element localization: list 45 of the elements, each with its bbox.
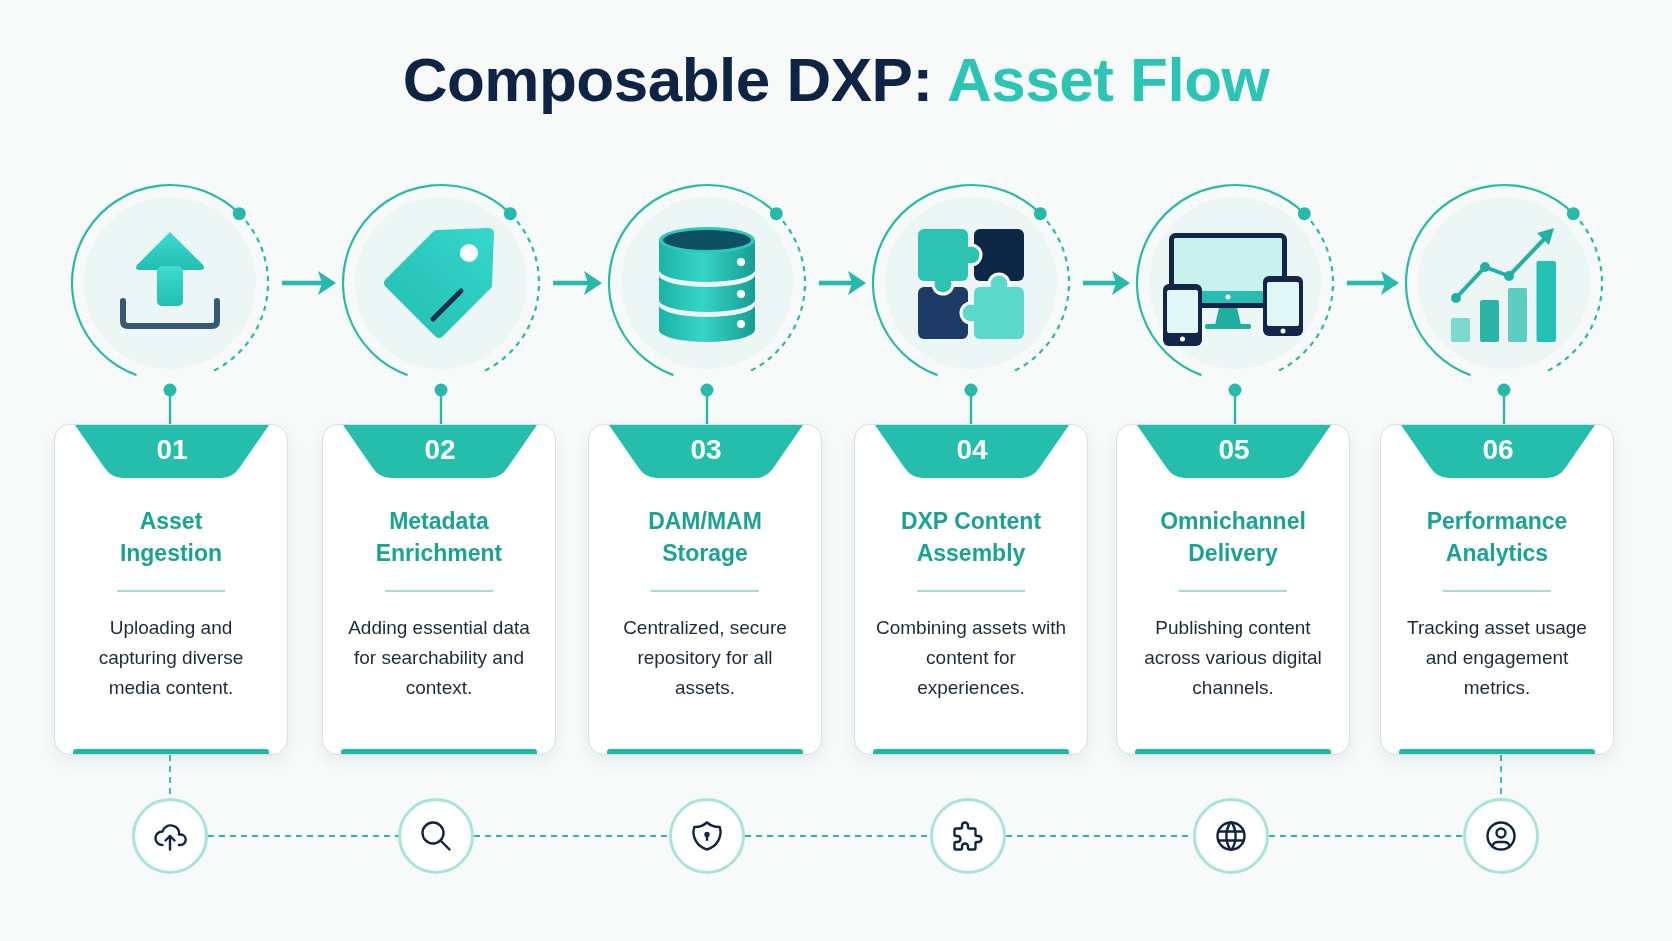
number-tab	[875, 425, 1069, 478]
step-description: Uploading and capturing diverse media content.	[97, 616, 245, 700]
dashed-connector	[1268, 835, 1464, 837]
number-tab	[609, 425, 803, 478]
connector-line	[1228, 383, 1242, 424]
dashed-connector	[207, 835, 399, 837]
connector-line	[434, 383, 448, 424]
step-card	[854, 424, 1088, 755]
dashed-connector	[473, 835, 670, 837]
step-title: DAM/MAM Storage	[647, 507, 763, 568]
step-card	[322, 424, 556, 755]
connector-line	[163, 383, 177, 424]
step-number: 01	[156, 434, 188, 466]
step-description: Adding essential data for searchability and context.	[347, 616, 531, 700]
connector-line	[1497, 383, 1511, 424]
step-card	[588, 424, 822, 755]
step-description: Tracking asset usage and engagement metrics.	[1406, 616, 1588, 700]
number-tab	[75, 425, 269, 478]
step-card	[54, 424, 288, 755]
step-card	[1116, 424, 1350, 755]
number-tab	[1137, 425, 1331, 478]
arrow	[819, 271, 866, 295]
connector-line	[964, 383, 978, 424]
step-description: Combining assets with content for experiences.	[874, 616, 1068, 700]
arrow	[1347, 271, 1399, 295]
step-number: 06	[1482, 434, 1514, 466]
step-card	[1380, 424, 1614, 755]
step-title: Omnichannel Delivery	[1159, 507, 1307, 568]
arrow	[553, 271, 602, 295]
title: Composable DXP: Asset Flow	[402, 44, 1270, 116]
step-number: 04	[956, 434, 988, 466]
step-title: Asset Ingestion	[118, 507, 224, 568]
arrow	[1083, 271, 1130, 295]
step-description: Centralized, secure repository for all assets.	[622, 616, 788, 700]
step-number: 03	[690, 434, 722, 466]
connector-line	[700, 383, 714, 424]
step-title: DXP Content Assembly	[899, 507, 1043, 568]
number-tab	[343, 425, 537, 478]
step-number: 02	[424, 434, 456, 466]
step-number: 05	[1218, 434, 1250, 466]
step-description: Publishing content across various digital channels.	[1143, 616, 1323, 700]
step-title: Metadata Enrichment	[374, 507, 504, 568]
arrow	[282, 271, 336, 295]
step-title: Performance Analytics	[1425, 507, 1569, 568]
number-tab	[1401, 425, 1595, 478]
